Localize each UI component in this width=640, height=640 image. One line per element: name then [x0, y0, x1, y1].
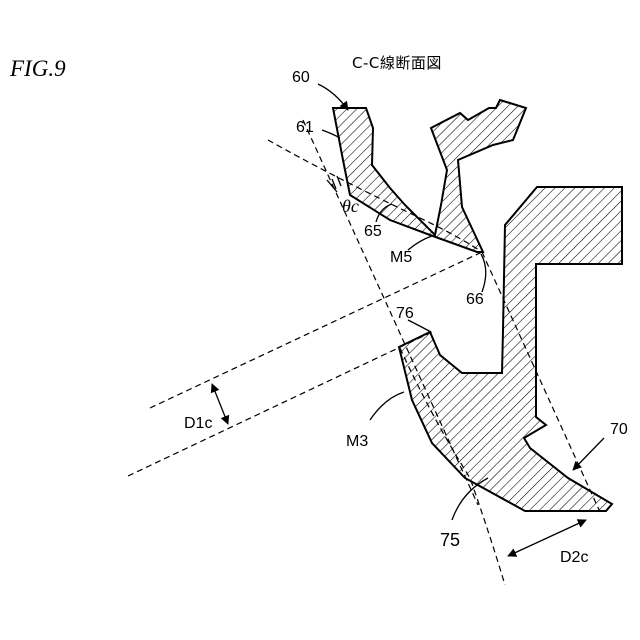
label-70: 70 — [610, 421, 628, 438]
leader-60 — [318, 84, 348, 110]
label-76: 76 — [396, 305, 414, 322]
label-75: 75 — [440, 530, 460, 550]
upper-member-section — [333, 100, 526, 252]
label-65: 65 — [364, 223, 382, 240]
label-d2c: D2c — [560, 549, 588, 566]
leader-66 — [481, 254, 486, 292]
leader-m3 — [370, 392, 404, 420]
label-61: 61 — [296, 119, 314, 136]
label-m5: M5 — [390, 249, 412, 266]
label-60: 60 — [292, 69, 310, 86]
label-angle: θc — [342, 196, 359, 216]
label-d1c: D1c — [184, 415, 212, 432]
label-m3: M3 — [346, 433, 368, 450]
d1c-dimension-arrow — [212, 384, 228, 424]
leader-70 — [573, 438, 604, 470]
dashed-line-d1c-bottom — [128, 332, 432, 476]
leader-m5 — [408, 236, 432, 250]
label-66: 66 — [466, 291, 484, 308]
